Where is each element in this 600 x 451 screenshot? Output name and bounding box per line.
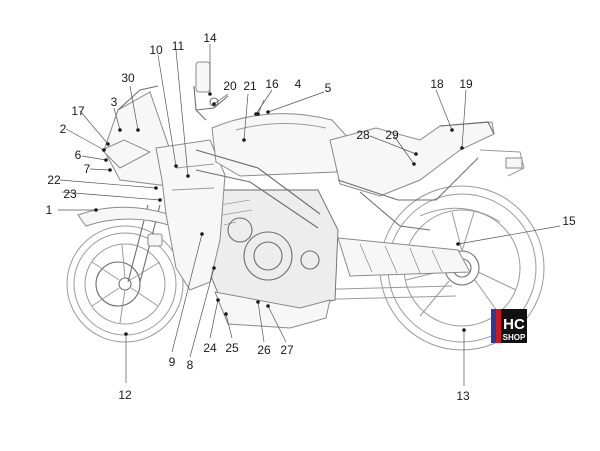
frame bbox=[195, 149, 321, 229]
swingarm bbox=[299, 237, 471, 301]
callout-2: 2 bbox=[60, 122, 67, 136]
callout-24: 24 bbox=[203, 341, 217, 355]
fairing bbox=[101, 85, 226, 291]
logo-stripe-blue bbox=[491, 309, 496, 343]
callout-17: 17 bbox=[71, 104, 85, 118]
callout-3: 3 bbox=[111, 95, 118, 109]
fuel-tank bbox=[211, 113, 351, 177]
subframe bbox=[337, 157, 479, 231]
belly-pan bbox=[214, 291, 331, 329]
callout-5: 5 bbox=[325, 81, 332, 95]
callout-1: 1 bbox=[46, 203, 53, 217]
callout-20: 20 bbox=[223, 79, 237, 93]
rear-hugger bbox=[419, 207, 501, 223]
callout-27: 27 bbox=[280, 343, 294, 357]
rear-wheel bbox=[379, 185, 545, 351]
engine bbox=[204, 189, 339, 309]
logo-stripe-red bbox=[496, 309, 501, 343]
callout-15: 15 bbox=[562, 214, 576, 228]
callout-18: 18 bbox=[430, 77, 444, 91]
callout-30: 30 bbox=[121, 71, 135, 85]
callout-29: 29 bbox=[385, 128, 399, 142]
callout-4: 4 bbox=[295, 77, 302, 91]
callouts: 1 2 3 4 5 6 7 8 9 10 11 12 13 14 15 16 1… bbox=[46, 31, 576, 403]
callout-26: 26 bbox=[257, 343, 271, 357]
callout-12: 12 bbox=[118, 388, 132, 402]
logo-text-hc: HC bbox=[503, 316, 525, 333]
hc-shop-logo: HC SHOP bbox=[491, 309, 527, 343]
callout-19: 19 bbox=[459, 77, 473, 91]
callout-10: 10 bbox=[149, 43, 163, 57]
logo-text-shop: SHOP bbox=[503, 333, 526, 342]
callout-13: 13 bbox=[456, 389, 470, 403]
callout-23: 23 bbox=[63, 187, 77, 201]
callout-9: 9 bbox=[169, 355, 176, 369]
callout-14: 14 bbox=[203, 31, 217, 45]
callout-8: 8 bbox=[187, 358, 194, 372]
handlebar bbox=[193, 61, 229, 121]
front-wheel bbox=[66, 225, 184, 343]
callout-6: 6 bbox=[75, 148, 82, 162]
seat-and-tail bbox=[329, 121, 525, 197]
callout-11: 11 bbox=[172, 39, 185, 53]
callout-7: 7 bbox=[84, 162, 91, 176]
callout-28: 28 bbox=[356, 128, 370, 142]
logo-block bbox=[501, 309, 527, 343]
callout-21: 21 bbox=[243, 79, 257, 93]
callout-16: 16 bbox=[265, 77, 279, 91]
callout-25: 25 bbox=[225, 341, 239, 355]
callout-22: 22 bbox=[47, 173, 61, 187]
